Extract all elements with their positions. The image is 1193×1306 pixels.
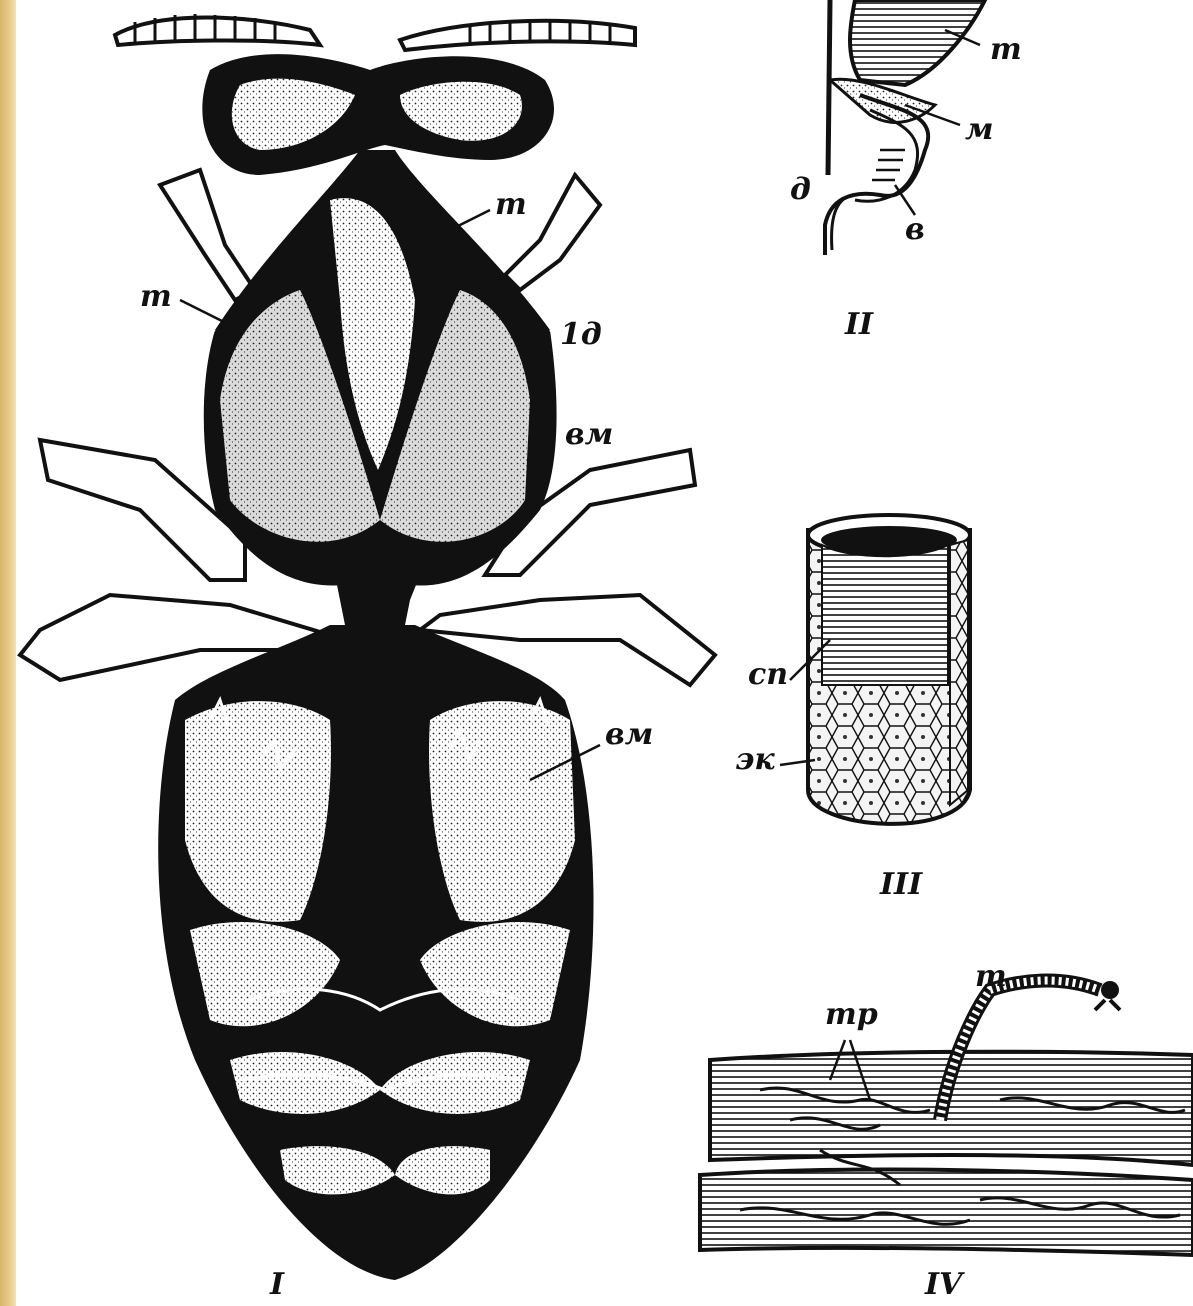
label-fig2-muscle: м bbox=[965, 115, 994, 145]
label-fig2-trachea: т bbox=[990, 35, 1022, 65]
label-duct-1: 1д bbox=[560, 320, 602, 350]
label-fig3-spiral: сп bbox=[748, 660, 788, 690]
antenna-left bbox=[115, 14, 320, 45]
label-air-sac-thorax: вм bbox=[565, 420, 613, 450]
antenna-right bbox=[400, 19, 635, 50]
label-trachea-right: т bbox=[495, 190, 527, 220]
label-fig2-valve: в bbox=[905, 215, 925, 245]
label-trachea-left: т bbox=[140, 282, 172, 312]
insect-abdomen bbox=[158, 625, 593, 1280]
figure-IV-muscle bbox=[700, 981, 1193, 1255]
label-fig2-duct: д bbox=[790, 175, 811, 205]
label-fig4-tracheoles: тр bbox=[825, 1000, 878, 1030]
leg-front-left bbox=[160, 170, 255, 300]
figure-III-tube bbox=[808, 515, 970, 824]
label-fig3-epithelium: эк bbox=[735, 745, 775, 775]
numeral-figure-III: III bbox=[880, 870, 922, 900]
label-air-sac-abdomen: вм bbox=[605, 720, 653, 750]
label-fig4-trachea: т bbox=[975, 962, 1007, 992]
figure-I-insect bbox=[20, 14, 715, 1280]
numeral-figure-II: II bbox=[845, 310, 873, 340]
numeral-figure-IV: IV bbox=[925, 1270, 962, 1300]
numeral-figure-I: I bbox=[270, 1270, 284, 1300]
